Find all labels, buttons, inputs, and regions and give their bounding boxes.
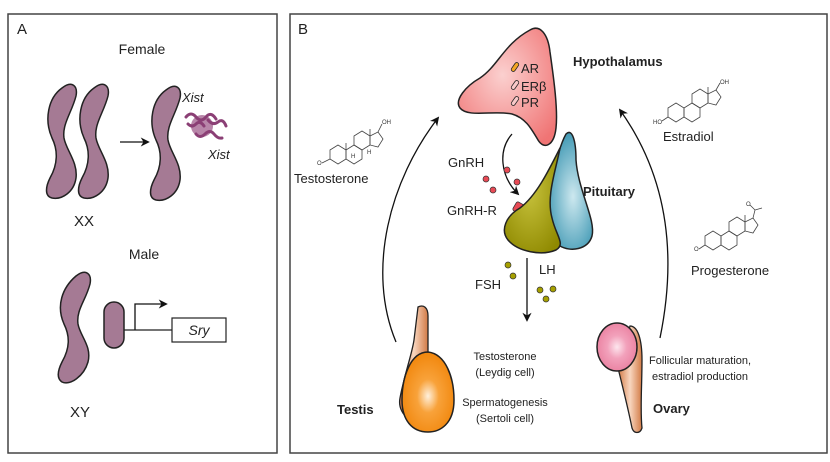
panel-a-label: A — [17, 21, 27, 38]
receptor-ar: AR — [521, 61, 539, 76]
estradiol-ho: HO — [653, 120, 662, 126]
estradiol-label: Estradiol — [663, 129, 714, 144]
progesterone-label: Progesterone — [691, 263, 769, 278]
x-chromosome-2 — [77, 83, 110, 200]
ovarian-feedback-arrow — [618, 108, 669, 339]
ovary-label: Ovary — [653, 401, 691, 416]
ovary-shape — [596, 322, 638, 372]
sry-gene-box — [171, 317, 227, 343]
lh-label: LH — [539, 262, 556, 277]
y-chromosome — [103, 301, 125, 349]
female-title: Female — [119, 41, 166, 57]
testosterone-h1: H — [351, 154, 355, 160]
receptor-pr: PR — [521, 95, 539, 110]
pituitary-label: Pituitary — [583, 184, 636, 199]
testosterone-feedback-arrow — [382, 116, 440, 343]
gnrh-release-arrow — [502, 133, 520, 196]
x-chromosome-1 — [45, 83, 78, 200]
receptor-er-beta: ERβ — [521, 79, 547, 94]
testosterone-label: Testosterone — [294, 171, 368, 186]
estradiol-oh: OH — [720, 80, 729, 86]
testis-function-spermatogenesis: Spermatogenesis — [462, 397, 548, 409]
testis-function-sertoli: (Sertoli cell) — [476, 413, 534, 425]
gnrh-r-label: GnRH-R — [447, 203, 497, 218]
progesterone-structure — [698, 204, 763, 251]
panel-b: B AR ERβ PR Hypothalamus GnRH GnRH-R Pit… — [289, 13, 828, 454]
receptor-list: AR ERβ PR — [510, 61, 547, 110]
hypothalamus-shape — [457, 27, 558, 147]
male-title: Male — [129, 246, 160, 262]
fsh-label: FSH — [475, 277, 501, 292]
inactivated-x-chromosome — [149, 85, 182, 202]
karyotype-xx: XX — [74, 213, 94, 230]
panel-a-frame — [7, 13, 278, 454]
estradiol-structure — [661, 82, 722, 123]
ovary-function-line2: estradiol production — [652, 371, 748, 383]
er-beta-receptor-icon — [510, 80, 520, 90]
testis-function-testosterone: Testosterone — [474, 351, 537, 363]
transcription-arrow — [134, 299, 168, 330]
lh-molecules — [536, 285, 557, 303]
testis-function-leydig: (Leydig cell) — [475, 367, 534, 379]
x-chromosome-male — [57, 271, 92, 384]
testosterone-oh: OH — [382, 120, 391, 126]
ar-receptor-icon — [510, 62, 520, 72]
progesterone-o: O — [694, 247, 699, 253]
gnrh-molecules — [482, 166, 521, 194]
pr-receptor-icon — [510, 96, 520, 106]
ovary-function-line1: Follicular maturation, — [649, 355, 751, 367]
karyotype-xy: XY — [70, 404, 90, 421]
testis-label: Testis — [337, 402, 374, 417]
progesterone-o-top: O — [746, 202, 751, 208]
panel-a: A Female Xist Xist XX Male Sry XY — [7, 13, 278, 454]
testosterone-h2: H — [367, 150, 371, 156]
gnrh-label: GnRH — [448, 155, 484, 170]
sry-gene-label: Sry — [189, 322, 211, 338]
xist-label-top: Xist — [181, 90, 205, 105]
fsh-molecules — [504, 261, 517, 280]
testis-shape — [401, 351, 455, 433]
xist-label-bottom: Xist — [207, 147, 231, 162]
anterior-pituitary — [503, 147, 561, 254]
testosterone-o: O — [317, 161, 322, 167]
xist-rna-cloud — [184, 112, 228, 140]
hypothalamus-label: Hypothalamus — [573, 54, 663, 69]
testosterone-structure — [321, 123, 384, 165]
panel-b-label: B — [298, 21, 308, 38]
